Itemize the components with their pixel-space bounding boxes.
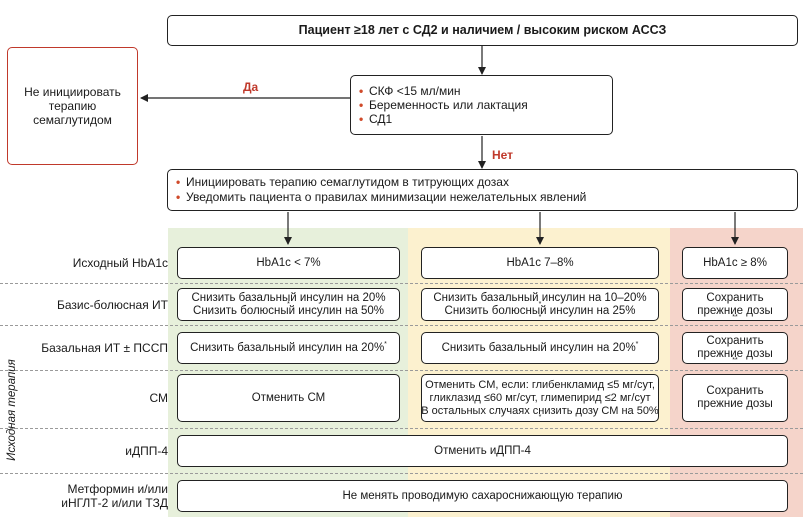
basal-col1-box: Снизить базальный инсулин на 20%*	[177, 332, 400, 364]
do-not-initiate-box: Не инициировать терапию семаглутидом	[7, 47, 138, 165]
hba1c-7-8-box: HbA1c 7–8%	[421, 247, 659, 279]
su-col3-box: Сохранить прежние дозы	[682, 374, 788, 422]
row-divider	[0, 428, 803, 429]
row-divider	[0, 370, 803, 371]
do-not-initiate-text: Не инициировать терапию семаглутидом	[24, 85, 121, 127]
contraindications-box: СКФ <15 мл/мин Беременность или лактация…	[350, 75, 613, 135]
row-label-hba1c: Исходный HbA1c	[72, 256, 168, 270]
row-divider	[0, 473, 803, 474]
basal-bolus-col1-box: Снизить базальный инсулин на 20%* Снизит…	[177, 288, 400, 321]
hba1c-ge8-box: HbA1c ≥ 8%	[682, 247, 788, 279]
basal-col2-box: Снизить базальный инсулин на 20%*	[421, 332, 659, 364]
row-label-metformin: Метформин и/или иНГЛТ-2 и/или ТЗД	[61, 482, 168, 510]
hba1c-lt7-box: HbA1c < 7%	[177, 247, 400, 279]
row-divider	[0, 325, 803, 326]
yes-label: Да	[243, 80, 259, 94]
metformin-box: Не менять проводимую сахароснижающую тер…	[177, 480, 788, 512]
dpp4-box: Отменить иДПП-4	[177, 435, 788, 467]
su-col1-box: Отменить СМ	[177, 374, 400, 422]
row-label-dpp4: иДПП-4	[125, 444, 168, 458]
row-label-basal: Базальная ИТ ± ПССП	[41, 341, 168, 355]
contraindication-item: СКФ <15 мл/мин	[359, 84, 528, 98]
row-label-su: СМ	[149, 391, 168, 405]
basal-bolus-col2-box: Снизить базальный инсулин на 10–20%* Сни…	[421, 288, 659, 321]
row-label-basal-bolus: Базис-болюсная ИТ	[57, 297, 168, 312]
contraindication-item: Беременность или лактация	[359, 98, 528, 112]
contraindications-list: СКФ <15 мл/мин Беременность или лактация…	[359, 84, 528, 126]
row-divider	[0, 283, 803, 284]
no-label: Нет	[492, 148, 514, 162]
initiate-item: Уведомить пациента о правилах минимизаци…	[176, 190, 586, 205]
initiate-therapy-box: Инициировать терапию семаглутидом в титр…	[167, 169, 798, 211]
basal-bolus-col3-box: Сохранить прежние дозы**	[682, 288, 788, 321]
initiate-item: Инициировать терапию семаглутидом в титр…	[176, 175, 586, 190]
patient-criteria-box: Пациент ≥18 лет с СД2 и наличием / высок…	[167, 15, 798, 46]
patient-criteria-text: Пациент ≥18 лет с СД2 и наличием / высок…	[298, 23, 667, 37]
initiate-therapy-list: Инициировать терапию семаглутидом в титр…	[176, 175, 586, 205]
su-col2-box: Отменить СМ, если: глибенкламид ≤5 мг/су…	[421, 374, 659, 422]
basal-col3-box: Сохранить прежние дозы**	[682, 332, 788, 364]
contraindication-item: СД1	[359, 112, 528, 126]
baseline-therapy-vertical-label: Исходная терапия	[6, 359, 19, 461]
